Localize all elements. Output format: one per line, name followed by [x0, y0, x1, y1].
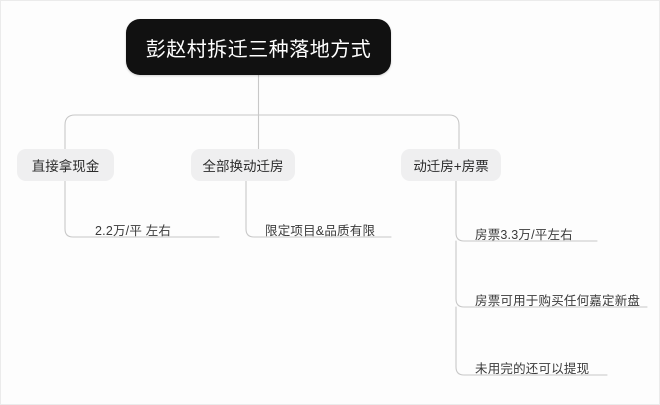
- branch-node-relocation-housing[interactable]: 全部换动迁房: [191, 149, 295, 181]
- branch-node-cash[interactable]: 直接拿现金: [17, 149, 114, 181]
- branch-node-housing-plus-voucher[interactable]: 动迁房+房票: [401, 149, 501, 181]
- root-node[interactable]: 彭赵村拆迁三种落地方式: [126, 19, 391, 75]
- leaf-node-project-limited[interactable]: 限定项目&品质有限: [265, 224, 376, 238]
- connector-bus-left: [64, 114, 260, 150]
- leaf-node-voucher-price[interactable]: 房票3.3万/平左右: [475, 228, 573, 242]
- leaf-node-cash-price[interactable]: 2.2万/平 左右: [95, 224, 172, 238]
- leaf-node-voucher-usage[interactable]: 房票可用于购买任何嘉定新盘: [475, 294, 641, 308]
- connector-bus-right: [257, 114, 460, 150]
- leaf-node-voucher-cashout[interactable]: 未用完的还可以提现: [475, 362, 590, 376]
